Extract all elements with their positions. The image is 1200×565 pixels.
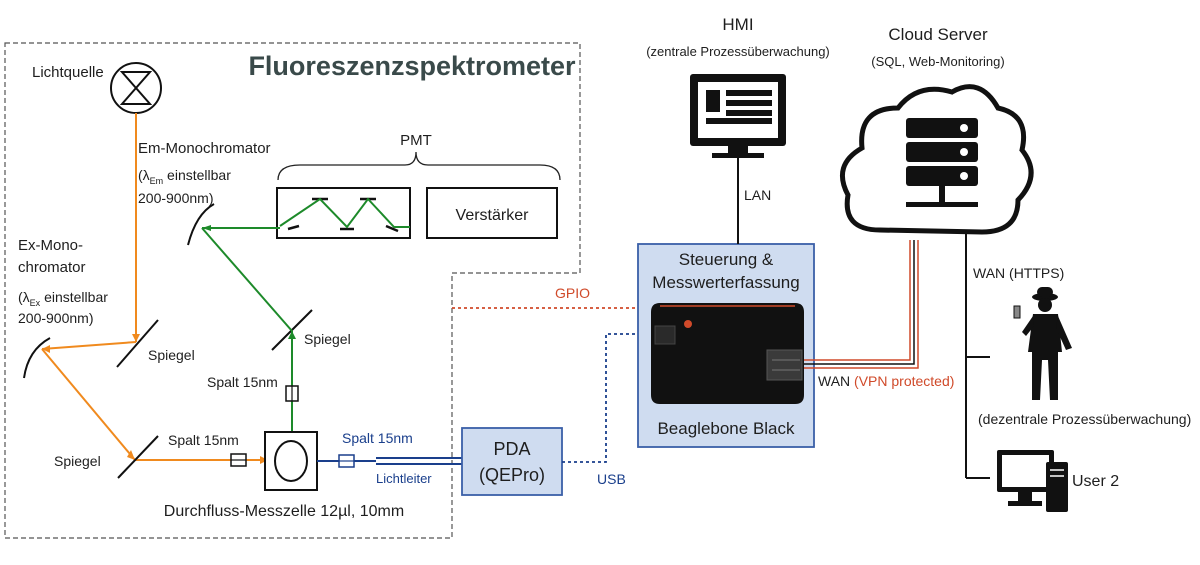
- ex-range-label: (λEx einstellbar: [18, 289, 108, 308]
- ex-mono-label-2: chromator: [18, 259, 86, 276]
- dezentral-label: (dezentrale Prozessüberwachung): [978, 411, 1191, 427]
- pmt-bracket: [277, 151, 561, 181]
- spalt-horizontal-label: Spalt 15nm: [168, 432, 239, 448]
- emission-arrows: [202, 225, 296, 339]
- spiegel-upper-label: Spiegel: [304, 331, 351, 347]
- usb-label: USB: [597, 471, 626, 487]
- ex-mono-label-1: Ex-Mono-: [18, 237, 83, 254]
- cloud-title: Cloud Server: [888, 25, 988, 44]
- spiegel-left-label: Spiegel: [148, 347, 195, 363]
- wan-https-label: WAN (HTTPS): [973, 265, 1064, 281]
- pmt-box: [276, 187, 411, 239]
- spiegel-bottom-label: Spiegel: [54, 453, 101, 469]
- em-grating: [187, 203, 215, 246]
- light-source-icon: [110, 62, 162, 114]
- verstaerker-box: [426, 187, 558, 239]
- durchfluss-label: Durchfluss-Messzelle 12µl, 10mm: [164, 503, 404, 520]
- pda-label-1: PDA: [493, 439, 530, 459]
- lichtquelle-label: Lichtquelle: [32, 64, 104, 81]
- hmi-monitor-icon: [690, 74, 786, 158]
- lichtleiter-label: Lichtleiter: [376, 471, 432, 486]
- pmt-beam: [279, 197, 410, 229]
- spalt-blue-label: Spalt 15nm: [342, 430, 413, 446]
- flow-cell-icon: [274, 440, 308, 482]
- wan-vpn-link: [804, 240, 919, 369]
- hmi-subtitle: (zentrale Prozessüberwachung): [646, 44, 830, 59]
- gpio-label: GPIO: [555, 285, 590, 301]
- hmi-title: HMI: [722, 15, 753, 34]
- steuerung-label-1: Steuerung &: [679, 250, 774, 269]
- excitation-beam: [41, 113, 268, 461]
- user2-label: User 2: [1072, 473, 1119, 490]
- cloud-server-icon: [839, 84, 1034, 235]
- beaglebone-board-icon: [651, 303, 804, 404]
- cloud-subtitle: (SQL, Web-Monitoring): [871, 54, 1004, 69]
- em-range-label: (λEm einstellbar: [138, 167, 231, 186]
- ex-grating: [23, 337, 51, 379]
- pda-box: [461, 427, 563, 496]
- ex-range-nm: 200-900nm): [18, 310, 94, 326]
- em-mono-label: Em-Monochromator: [138, 140, 271, 157]
- emission-beam: [201, 227, 293, 436]
- beaglebone-label: Beaglebone Black: [657, 419, 795, 438]
- desktop-computer-icon: [997, 450, 1068, 512]
- em-range-nm: 200-900nm): [138, 190, 214, 206]
- wan-https-link: [965, 232, 990, 479]
- spalt-vertical-label: Spalt 15nm: [207, 374, 278, 390]
- spiegel-bottom-mirror: [117, 435, 159, 479]
- pda-label-2: (QEPro): [479, 465, 545, 485]
- spectrometer-frame: [4, 42, 581, 539]
- verstaerker-label: Verstärker: [456, 207, 530, 224]
- lan-label: LAN: [744, 187, 771, 203]
- pmt-label: PMT: [400, 132, 432, 149]
- spiegel-left-mirror: [116, 319, 159, 368]
- usb-link: [562, 333, 650, 463]
- excitation-arrows: [42, 334, 268, 464]
- steuerung-label-2: Messwerterfassung: [652, 273, 799, 292]
- wan-vpn-label: WAN (VPN protected): [818, 373, 954, 389]
- spectrometer-title: Fluoreszenzspektrometer: [248, 51, 576, 81]
- worker-user-icon: [1013, 287, 1072, 400]
